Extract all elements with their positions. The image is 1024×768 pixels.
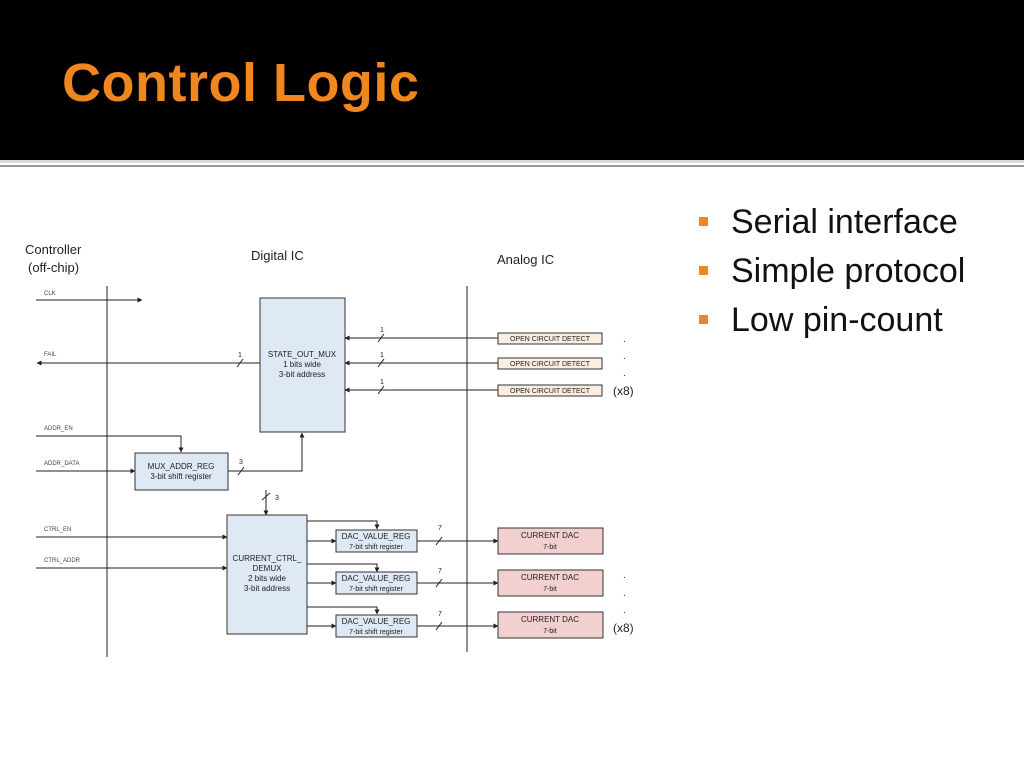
demux-name-line2: DEMUX [253,564,283,573]
bus-width-label: 1 [238,352,242,359]
current-dac-bits: 7-bit [543,544,557,551]
bullet-text: Low pin-count [731,301,943,339]
bus-slash [435,536,443,546]
addr-en-wire [36,435,184,453]
demux-enable-wire [307,606,380,615]
bus-width-label: 7 [438,525,442,532]
ellipsis-dot: . [623,351,626,362]
open-circuit-detect-label: OPEN CIRCUIT DETECT [510,336,591,343]
dac-value-reg-desc: 7-bit shift register [349,544,403,551]
dac-value-reg-name: DAC_VALUE_REG [342,617,411,626]
ellipsis-dot: . [623,334,626,345]
ellipsis-dot: . [623,570,626,581]
dac-value-reg-name: DAC_VALUE_REG [342,574,411,583]
bullet-square-icon [699,315,708,324]
slide-title: Control Logic [62,53,420,113]
bullet-text: Simple protocol [731,252,966,290]
bus-width-label: 7 [438,611,442,618]
bus-slash [435,621,443,631]
bus-slash [237,466,245,476]
title-divider-upper [0,160,1024,163]
ellipsis-dot: . [623,605,626,616]
bus-width-label: 3 [275,495,279,502]
state-out-mux-block [259,297,346,433]
current-dac-block [497,569,604,597]
signal-label-addr-data: ADDR_DATA [44,461,79,467]
bus-slash [377,385,385,395]
dac-multiplier-label: (x8) [613,621,634,635]
signal-label-ctrl-addr: CTRL_ADDR [44,558,81,564]
current-dac-block [497,611,604,639]
controller-subheader: (off-chip) [28,260,79,275]
demux-enable-wire [307,520,380,530]
bullet-square-icon [699,266,708,275]
mux-addr-reg-name: MUX_ADDR_REG [148,462,215,471]
bus-width-label: 1 [380,352,384,359]
state-out-mux-address: 3-bit address [279,370,325,379]
bus-slash [377,333,385,343]
bullet-item: Simple protocol [696,249,965,298]
ellipsis-dot: . [623,368,626,379]
current-dac-name: CURRENT DAC [521,531,579,540]
title-divider-lower [0,165,1024,167]
bus-slash [261,492,271,501]
dac-value-reg-desc: 7-bit shift register [349,586,403,593]
controller-header: Controller [25,242,82,257]
signal-label-addr-en: ADDR_EN [44,426,73,432]
signal-label-clk: CLK [44,291,56,297]
bus-slash [377,358,385,368]
bus-width-label: 1 [380,379,384,386]
current-dac-bits: 7-bit [543,586,557,593]
signal-label-fail: FAIL [44,352,57,358]
state-out-mux-name: STATE_OUT_MUX [268,350,337,359]
current-dac-name: CURRENT DAC [521,573,579,582]
ocd-multiplier-label: (x8) [613,384,634,398]
ellipsis-dot: . [623,588,626,599]
dac-value-reg-desc: 7-bit shift register [349,629,403,636]
demux-width: 2 bits wide [248,574,286,583]
open-circuit-detect-label: OPEN CIRCUIT DETECT [510,388,591,395]
bullet-text: Serial interface [731,203,958,241]
bullet-square-icon [699,217,708,226]
current-dac-name: CURRENT DAC [521,615,579,624]
bus-slash [435,578,443,588]
bullet-list: Serial interface Simple protocol Low pin… [696,200,965,347]
current-dac-block [497,527,604,555]
open-circuit-detect-label: OPEN CIRCUIT DETECT [510,361,591,368]
state-out-mux-width: 1 bits wide [283,360,321,369]
bullet-item: Serial interface [696,200,965,249]
bus-width-label: 7 [438,568,442,575]
mux-addr-reg-block [134,452,229,491]
bus-slash [236,358,244,368]
mux-addr-to-state-mux-wire [228,432,305,472]
control-logic-block-diagram: Controller (off-chip) Digital IC Analog … [25,242,634,657]
analog-ic-header: Analog IC [497,252,554,267]
digital-ic-header: Digital IC [251,248,304,263]
signal-label-ctrl-en: CTRL_EN [44,527,71,533]
demux-enable-wire [307,563,380,573]
demux-address: 3-bit address [244,584,290,593]
bus-width-label: 1 [380,327,384,334]
bullet-item: Low pin-count [696,298,965,347]
dac-value-reg-name: DAC_VALUE_REG [342,532,411,541]
mux-addr-reg-desc: 3-bit shift register [150,472,212,481]
title-bar: Control Logic [0,0,1024,160]
current-dac-bits: 7-bit [543,628,557,635]
demux-name-line1: CURRENT_CTRL_ [233,554,302,563]
bus-width-label: 3 [239,459,243,466]
current-ctrl-demux-block [226,514,308,635]
